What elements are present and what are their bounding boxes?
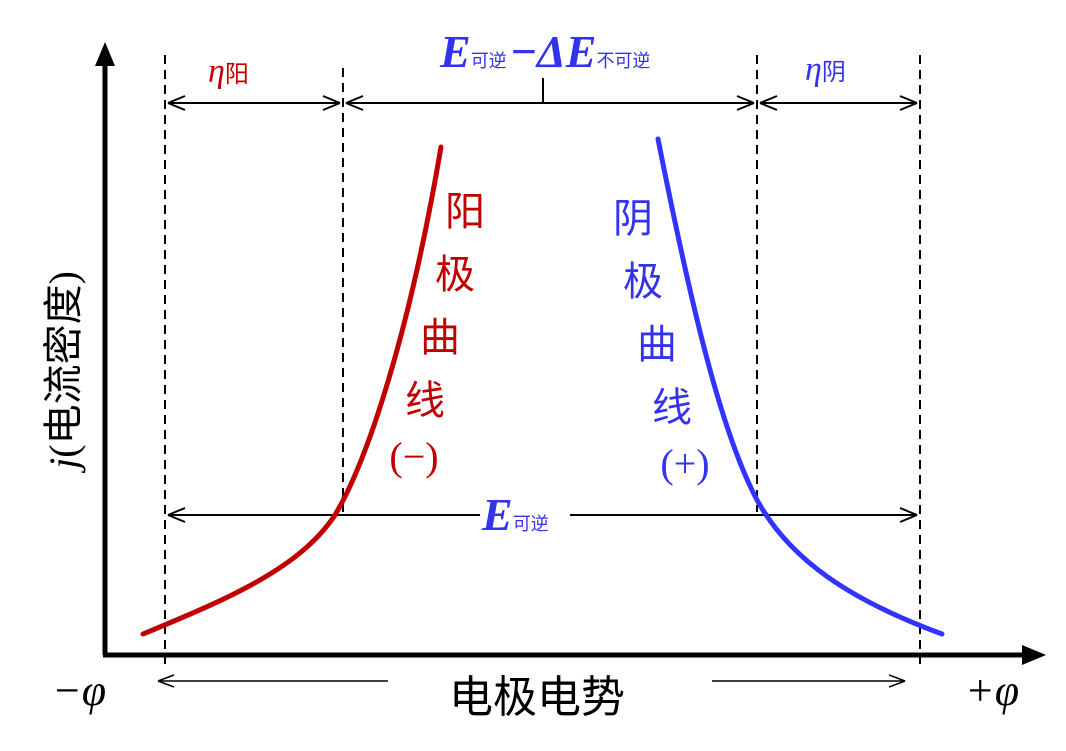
top-formula: E可逆−ΔE不可逆 — [439, 26, 650, 77]
x-plus-label: +φ — [965, 666, 1019, 715]
anode-sign: (−) — [389, 434, 438, 479]
x-axis-arrowhead — [1022, 645, 1046, 665]
dimension-top-middle — [345, 78, 755, 111]
y-label-text: (电流密度) — [41, 271, 86, 458]
y-label-italic: j — [41, 458, 86, 474]
svg-text:线: 线 — [652, 385, 692, 430]
anode-curve — [140, 144, 444, 637]
svg-text:极: 极 — [435, 252, 475, 297]
x-minus-label: −φ — [52, 666, 106, 715]
eta-cathode-label: η阴 — [805, 51, 846, 88]
direction-arrow-left — [157, 674, 388, 688]
svg-text:阴: 阴 — [613, 196, 653, 241]
svg-text:曲: 曲 — [420, 315, 460, 360]
y-axis-arrowhead — [95, 42, 115, 66]
anode-curve-label: 阳 极 曲 线 (−) — [389, 189, 485, 479]
cathode-sign: (+) — [660, 441, 709, 486]
svg-text:j(电流密度): j(电流密度) — [41, 271, 86, 474]
bottom-formula: E可逆 — [481, 489, 549, 540]
dimension-eta-anode — [167, 95, 341, 111]
svg-text:阳: 阳 — [445, 189, 485, 234]
svg-text:线: 线 — [405, 378, 445, 423]
cathode-curve — [655, 136, 945, 637]
svg-text:极: 极 — [623, 259, 663, 304]
x-axis-label: 电极电势 — [449, 673, 625, 722]
dimension-eta-cathode — [759, 95, 918, 111]
direction-arrow-right — [712, 674, 906, 688]
svg-text:曲: 曲 — [637, 322, 677, 367]
eta-anode-label: η阳 — [208, 53, 249, 90]
dimension-E-reversible — [167, 507, 918, 523]
cathode-curve-label: 阴 极 曲 线 (+) — [613, 196, 710, 486]
y-axis-label: j(电流密度) — [41, 271, 86, 474]
